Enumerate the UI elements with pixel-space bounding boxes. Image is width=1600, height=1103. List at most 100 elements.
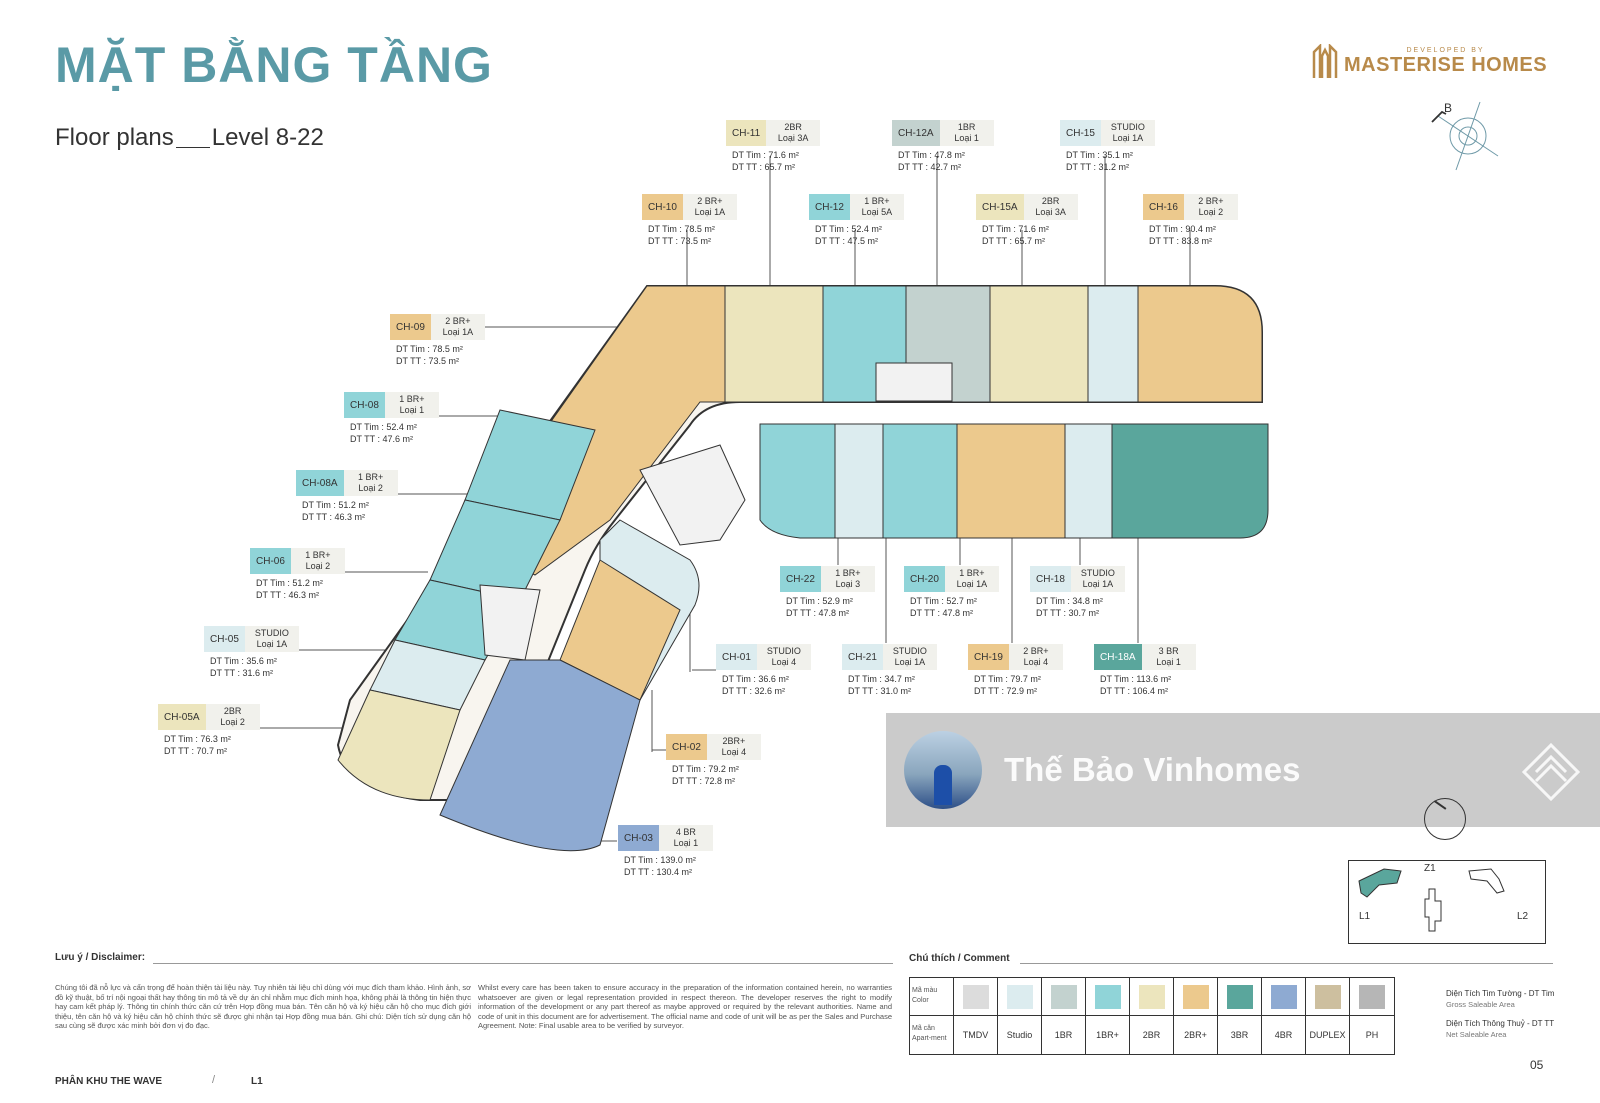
unit-type: 1 BR+: [399, 394, 425, 404]
unit-type: 2 BR+: [697, 196, 723, 206]
legend-code-label-en: Apart-ment: [912, 1035, 947, 1042]
disclaimer-english: Whilst every care has been taken to ensu…: [478, 983, 892, 1030]
unit-code: CH-02: [666, 734, 707, 760]
legend-swatch: [1094, 984, 1121, 1009]
unit-dt-tt: DT TT : 65.7 m²: [982, 236, 1046, 246]
unit-loai: Loại 2: [305, 561, 331, 571]
unit-dt-tim: DT Tim : 52.4 m²: [815, 224, 882, 234]
page-number: 05: [1530, 1058, 1544, 1072]
north-indicator-icon: [1424, 798, 1466, 840]
masterise-logo: DEVELOPED BY MASTERISE HOMES: [1312, 44, 1547, 80]
unit-loai: Loại 1: [1156, 657, 1181, 667]
disclaimer-divider: [153, 963, 893, 964]
unit-code: CH-18A: [1094, 644, 1142, 670]
legend-swatch: [1226, 984, 1253, 1009]
unit-type: STUDIO: [892, 646, 927, 656]
unit-code: CH-05A: [158, 704, 206, 730]
unit-type: 2BR+: [722, 736, 746, 746]
page-title: MẶT BẰNG TẦNG: [55, 37, 493, 93]
unit-dt-tt: DT TT : 42.7 m²: [898, 162, 962, 172]
unit-dt-tt: DT TT : 31.0 m²: [848, 686, 912, 696]
legend-code-label: Mã căn: [912, 1025, 935, 1032]
footer-separator: /: [212, 1074, 216, 1086]
unit-loai: Loại 1: [673, 838, 699, 848]
legend-item-1br: 1BR: [1042, 978, 1086, 1054]
unit-code: CH-19: [968, 644, 1009, 670]
unit-loai: Loại 5A: [861, 207, 893, 217]
unit-dt-tim: DT Tim : 36.6 m²: [722, 674, 789, 684]
unit-dt-tt: DT TT : 72.9 m²: [974, 686, 1038, 696]
unit-dt-tt: DT TT : 47.8 m²: [910, 608, 974, 618]
unit-dt-tim: DT Tim : 79.7 m²: [974, 674, 1041, 684]
unit-code: CH-18: [1030, 566, 1071, 592]
legend-item-label: 2BR+: [1184, 1030, 1207, 1040]
unit-loai: Loại 4: [1023, 657, 1049, 667]
unit-code: CH-15A: [976, 194, 1024, 220]
unit-code: CH-10: [642, 194, 683, 220]
unit-dt-tt: DT TT : 73.5 m²: [396, 356, 460, 366]
unit-loai: Loại 1A: [256, 639, 288, 649]
key-plan-l2: L2: [1517, 911, 1529, 922]
legend-item-label: 4BR: [1274, 1030, 1293, 1040]
unit-dt-tim: DT Tim : 52.4 m²: [350, 422, 417, 432]
key-plan-icon: [1358, 868, 1505, 932]
unit-loai: Loại 1A: [1112, 133, 1144, 143]
unit-code: CH-01: [716, 644, 757, 670]
unit-ch-19[interactable]: CH-19 2 BR+Loại 4 DT Tim : 79.7 m² DT TT :…: [968, 644, 1063, 697]
unit-dt-tt: DT TT : 73.5 m²: [648, 236, 712, 246]
unit-dt-tim: DT Tim : 78.5 m²: [396, 344, 463, 354]
compass-icon: B: [1431, 101, 1499, 171]
unit-loai: Loại 2: [220, 717, 245, 727]
unit-type: 1 BR+: [357, 472, 384, 482]
unit-dt-tim: DT Tim : 35.1 m²: [1066, 150, 1133, 160]
legend-item-3br: 3BR: [1218, 978, 1262, 1054]
legend-item-2br: 2BR: [1130, 978, 1174, 1054]
unit-loai: Loại 4: [771, 657, 797, 667]
unit-type: STUDIO: [1080, 568, 1115, 578]
unit-dt-tt: DT TT : 47.5 m²: [815, 236, 879, 246]
unit-dt-tt: DT TT : 106.4 m²: [1100, 686, 1169, 696]
unit-code: CH-12A: [892, 120, 940, 146]
legend-swatch: [1006, 984, 1033, 1009]
unit-code: CH-20: [904, 566, 945, 592]
legend-swatch: [1314, 984, 1341, 1009]
legend-item-2br-plus: 2BR+: [1174, 978, 1218, 1054]
legend-swatch: [1182, 984, 1209, 1009]
unit-type: 4 BR: [675, 827, 696, 837]
unit-type: 1 BR+: [864, 196, 890, 206]
logo-developed-by: DEVELOPED BY: [1406, 47, 1485, 54]
unit-type: 2BR: [223, 706, 242, 716]
unit-code: CH-03: [618, 825, 659, 851]
unit-dt-tt: DT TT : 65.7 m²: [732, 162, 796, 172]
unit-loai: Loại 4: [721, 747, 747, 757]
unit-dt-tt: DT TT : 47.6 m²: [350, 434, 414, 444]
legend-item-duplex: DUPLEX: [1306, 978, 1350, 1054]
legend-note-net-en: Net Saleable Area: [1446, 1030, 1507, 1039]
unit-code: CH-05: [204, 626, 245, 652]
unit-type: 2 BR+: [1023, 646, 1049, 656]
subtitle-separator: [175, 147, 210, 148]
legend-color-label: Mã màu: [912, 987, 938, 994]
legend-label: Chú thích / Comment: [909, 953, 1010, 964]
